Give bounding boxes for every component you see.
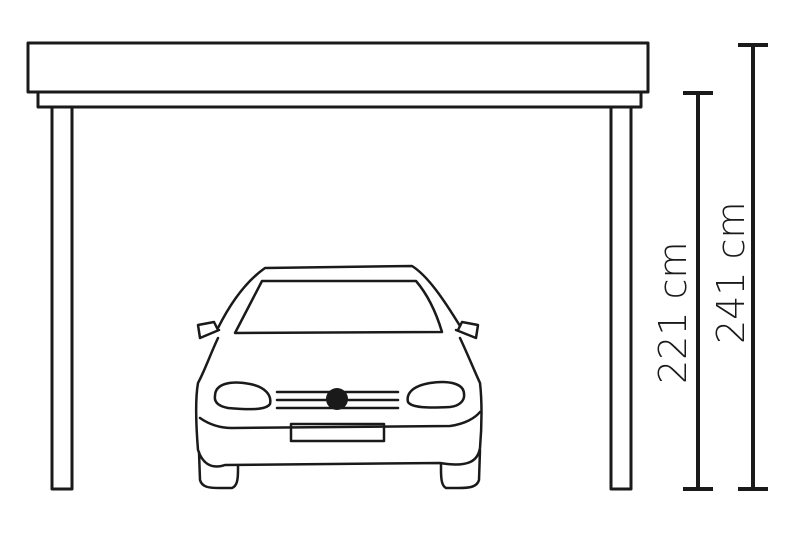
car-front-view: [194, 264, 483, 490]
dimension-label-221: 221 cm: [651, 241, 695, 384]
car-bumper-line: [198, 410, 482, 430]
license-plate: [289, 422, 386, 443]
car-right-mirror: [454, 320, 480, 340]
car-windshield: [233, 279, 444, 335]
car-right-headlight: [406, 380, 466, 409]
car-left-mirror: [196, 320, 221, 340]
carport-roof: [26, 41, 650, 109]
right-post: [609, 105, 633, 491]
dimension-221: 221 cm: [651, 91, 713, 491]
left-post: [50, 105, 74, 491]
roof-fascia: [26, 41, 650, 94]
car-left-headlight: [213, 381, 272, 411]
roof-beam: [36, 90, 643, 109]
car-left-wheel: [197, 450, 240, 490]
car-emblem: [326, 388, 348, 410]
dimension-label-241: 241 cm: [709, 201, 753, 344]
car-cabin: [216, 264, 462, 330]
car-right-wheel: [439, 448, 482, 490]
dimension-241: 241 cm: [709, 43, 768, 491]
car-body: [194, 336, 483, 468]
